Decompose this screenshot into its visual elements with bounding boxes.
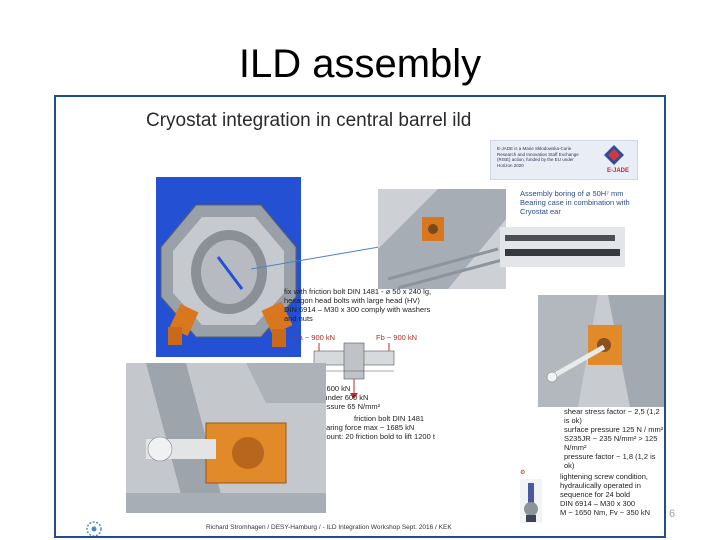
shearing-line: shearing force max ~ 1685 kN [314,423,415,432]
ejade-logo: E-JADE is a Marie Skłodowska-Curie Resea… [490,140,638,180]
stress-line: pressure factor ~ 1,8 (1,2 is ok) [564,452,656,470]
friction-bolt-line: fix with friction bolt DIN 1481 - ⌀ 50 x… [284,287,432,296]
assembly-boring-line: Assembly boring of ⌀ 50H⁷ mm [520,189,624,198]
detector-overview-image [156,177,301,357]
assembly-boring-line: Bearing case in combination with [520,198,630,207]
stress-line: surface pressure 125 N / mm² [564,425,664,434]
ejade-mark-icon [604,145,624,165]
bolt-closeup-image [126,363,326,513]
slide-frame: Cryostat integration in central barrel i… [54,95,666,538]
fr-theory-line: Fr applied under 600 kN [288,393,369,402]
assembly-boring-line: Cryostat ear [520,207,561,216]
stress-line: S235JR ~ 235 N/mm² > 125 N/mm² [564,434,658,452]
stress-note: shear stress factor ~ 2,5 (1,2 is ok) su… [564,407,664,470]
screw-bracket-image [538,295,664,407]
friction-bolt-note: fix with friction bolt DIN 1481 - ⌀ 50 x… [284,287,431,323]
screw-line: M ~ 1650 Nm, Fv ~ 350 kN [560,508,651,517]
cryostat-ear-image [378,189,506,289]
hydraulic-tool-image [520,479,542,523]
screw-condition-note: lightening screw condition, hydraulicall… [560,472,650,517]
shearing-line: friction bolt DIN 1481 [354,414,425,423]
force-fa-label: Fa ~ 900 kN [294,333,336,342]
drill-tool-image [500,227,625,267]
shearing-line: Account: 20 friction bold to lift 1200 t [314,432,435,441]
page-number: 6 [669,508,676,520]
screw-line: lightening screw condition, [560,472,648,481]
assembly-boring-note: Assembly boring of ⌀ 50H⁷ mm Bearing cas… [520,189,630,216]
logo-name: E-JADE [606,168,629,174]
force-fb-label: Fb ~ 900 kN [376,333,418,342]
bolt-force-diagram [313,342,395,399]
stress-line: shear stress factor ~ 2,5 (1,2 is ok) [564,407,660,425]
friction-bolt-line: hexagon head bolts with large head (HV) [284,296,420,305]
shearing-note: friction bolt DIN 1481 shearing force ma… [314,414,435,441]
screw-line: sequence for 24 bold [560,490,631,499]
logo-tagline: E-JADE is a Marie Skłodowska-Curie Resea… [497,146,579,168]
tool-brand-label: ⚙ [520,470,526,476]
fr-theory-line: Surface pressure 65 N/mm² [288,402,381,411]
page-title: ILD assembly [238,42,482,86]
slide-footer: Richard Stromhagen / DESY-Hamburg / - IL… [206,524,452,531]
friction-bolt-line: and nuts [284,314,313,323]
screw-line: hydraulically operated in [560,481,641,490]
friction-bolt-line: DIN 6914 – M30 x 300 comply with washers [284,305,431,314]
screw-line: DIN 6914 – M30 x 300 [560,499,636,508]
desy-logo-icon [86,521,102,536]
slide-title: Cryostat integration in central barrel i… [146,110,472,131]
